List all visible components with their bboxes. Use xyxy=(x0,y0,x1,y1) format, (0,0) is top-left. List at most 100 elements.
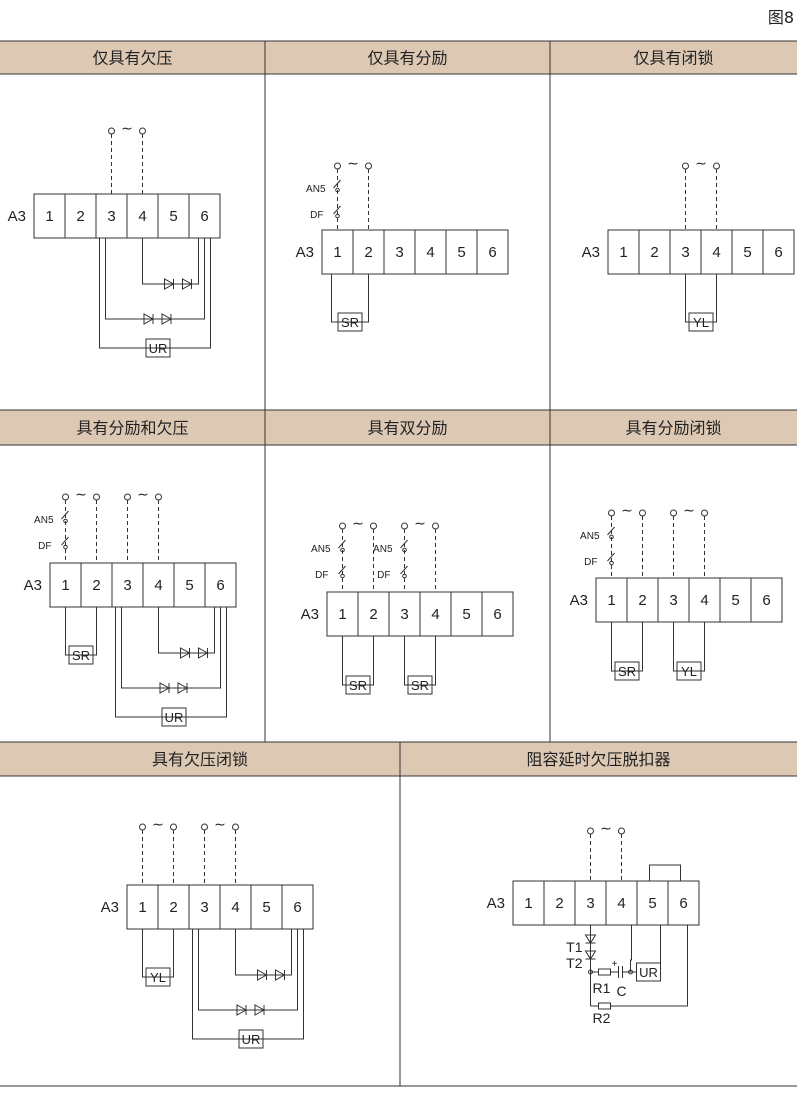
panel-5-ac-node xyxy=(339,522,346,530)
panel-7-inner-loop xyxy=(235,929,292,976)
panel-2-ac-symbol: ∼ xyxy=(347,155,359,171)
panel-2-sr-loop xyxy=(331,274,369,323)
panel-8-r2 xyxy=(598,1002,611,1010)
header-band-row-1 xyxy=(0,41,797,74)
panel-8-t2-label: T2 xyxy=(566,955,583,971)
panel-7-yl-box xyxy=(145,967,171,987)
panel-2-contact-node xyxy=(335,187,340,193)
panel-8-ur-label: UR xyxy=(639,965,658,980)
panel-2-terminal-6: 6 xyxy=(488,244,496,261)
panel-5-sr2-box xyxy=(407,675,433,695)
panel-title: 阻容延时欠压脱扣器 xyxy=(526,750,670,769)
panel-6-terminal-2: 2 xyxy=(638,592,646,609)
panel-1-terminal-2: 2 xyxy=(76,208,84,225)
panel-2-contact-node xyxy=(335,213,340,219)
panel-4-ac-node xyxy=(155,493,162,501)
panel-title: 仅具有分励 xyxy=(367,49,447,68)
panel-title: 具有双分励 xyxy=(367,419,447,438)
panel-7-inner-diode xyxy=(257,969,268,981)
panel-7-ac-node xyxy=(170,823,177,831)
panel-4-terminal-4: 4 xyxy=(154,577,162,594)
panel-4-sr-box xyxy=(68,645,94,665)
panel-5-an5-contact xyxy=(338,539,346,549)
panel-2-df-label: DF xyxy=(310,210,323,221)
panel-2-df-contact xyxy=(333,205,341,215)
panel-5-second-df-label: DF xyxy=(377,570,390,581)
panel-4-an5-label: AN5 xyxy=(34,515,54,526)
panel-7-ac-node xyxy=(232,823,239,831)
panel-1-mid-diode xyxy=(143,313,155,325)
panel-1-ur-box xyxy=(145,338,171,358)
panel-5-ac-symbol: ∼ xyxy=(352,515,364,531)
panel-2-row-label: A3 xyxy=(296,244,314,261)
panel-1-mid-loop xyxy=(105,238,205,320)
panel-6-ac-node xyxy=(608,509,615,517)
panel-2-ac-node xyxy=(365,162,372,170)
panel-8-ac-symbol: ∼ xyxy=(600,820,612,836)
panel-5-second-contact-node xyxy=(402,573,407,579)
panel-4-df-label: DF xyxy=(38,541,51,552)
panel-7-mid-diode xyxy=(236,1004,248,1016)
panel-8-plus-sign: + xyxy=(612,959,618,970)
panel-1-ac-symbol: ∼ xyxy=(121,120,133,136)
panel-6-ac-symbol: ∼ xyxy=(621,502,633,518)
panel-7-ur-label: UR xyxy=(242,1032,261,1047)
panel-4-row-label: A3 xyxy=(24,577,42,594)
panel-7-terminal-5: 5 xyxy=(262,899,270,916)
panel-4-contact-node xyxy=(63,544,68,550)
panel-1-inner-diode xyxy=(182,278,193,290)
panel-2-terminal-4: 4 xyxy=(426,244,434,261)
panel-3-yl-box xyxy=(688,312,714,332)
panel-4-contact-node xyxy=(63,518,68,524)
panel-7-terminal-1: 1 xyxy=(138,899,146,916)
panel-3-terminal-1: 1 xyxy=(619,244,627,261)
panel-title: 具有分励和欠压 xyxy=(76,419,188,438)
panel-2-sr-box xyxy=(337,312,363,332)
panel-5-terminal-1: 1 xyxy=(338,606,346,623)
panel-2-an5-label: AN5 xyxy=(306,184,326,195)
panel-7-mid-diode xyxy=(254,1004,266,1016)
panel-5-an5-label: AN5 xyxy=(311,544,331,555)
panel-8-top-link xyxy=(649,864,681,881)
panel-7-inner-diode xyxy=(275,969,286,981)
panel-4-outer-loop xyxy=(115,607,227,718)
panel-5-terminal-5: 5 xyxy=(462,606,470,623)
panel-4-ac-node xyxy=(62,493,69,501)
panel-2-terminal-1: 1 xyxy=(333,244,341,261)
panel-3-terminal-4: 4 xyxy=(712,244,720,261)
panel-6-ac-node xyxy=(670,509,677,517)
panel-8-lead-4 xyxy=(630,925,632,972)
panel-7-ur-box xyxy=(238,1029,264,1049)
panel-8-ac-node xyxy=(618,827,625,835)
panel-7-mid-loop xyxy=(198,929,298,1011)
panel-3-terminal-3: 3 xyxy=(681,244,689,261)
panel-1-terminal-6: 6 xyxy=(200,208,208,225)
panel-6-ac-node xyxy=(639,509,646,517)
panel-3-terminal-6: 6 xyxy=(774,244,782,261)
panel-4-ac-node xyxy=(93,493,100,501)
panel-6-terminal-4: 4 xyxy=(700,592,708,609)
panel-6-terminal-5: 5 xyxy=(731,592,739,609)
panel-8-diode xyxy=(584,950,597,960)
panel-5-ac-symbol: ∼ xyxy=(414,515,426,531)
panel-2-sr-label: SR xyxy=(341,315,359,330)
panel-4-mid-loop xyxy=(121,607,221,689)
panel-3-ac-node xyxy=(682,162,689,170)
panel-6-contact-node xyxy=(609,534,614,540)
panel-2-terminal-5: 5 xyxy=(457,244,465,261)
panel-5-sr2-label: SR xyxy=(411,678,429,693)
panel-3-yl-loop xyxy=(685,274,717,323)
panel-5-sr1-box xyxy=(345,675,371,695)
panel-6-terminal-1: 1 xyxy=(607,592,615,609)
panel-7-ac-symbol: ∼ xyxy=(152,816,164,832)
panel-8-r2-label: R2 xyxy=(593,1010,611,1026)
panel-4-terminal-5: 5 xyxy=(185,577,193,594)
panel-8-terminal-1: 1 xyxy=(524,895,532,912)
panel-3-ac-symbol: ∼ xyxy=(695,155,707,171)
panel-4-terminal-3: 3 xyxy=(123,577,131,594)
panel-3-terminal-2: 2 xyxy=(650,244,658,261)
panel-8-diode xyxy=(584,934,597,944)
panel-4-ac-node xyxy=(124,493,131,501)
panel-6-row-label: A3 xyxy=(570,592,588,609)
panel-5-contact-node xyxy=(340,547,345,553)
